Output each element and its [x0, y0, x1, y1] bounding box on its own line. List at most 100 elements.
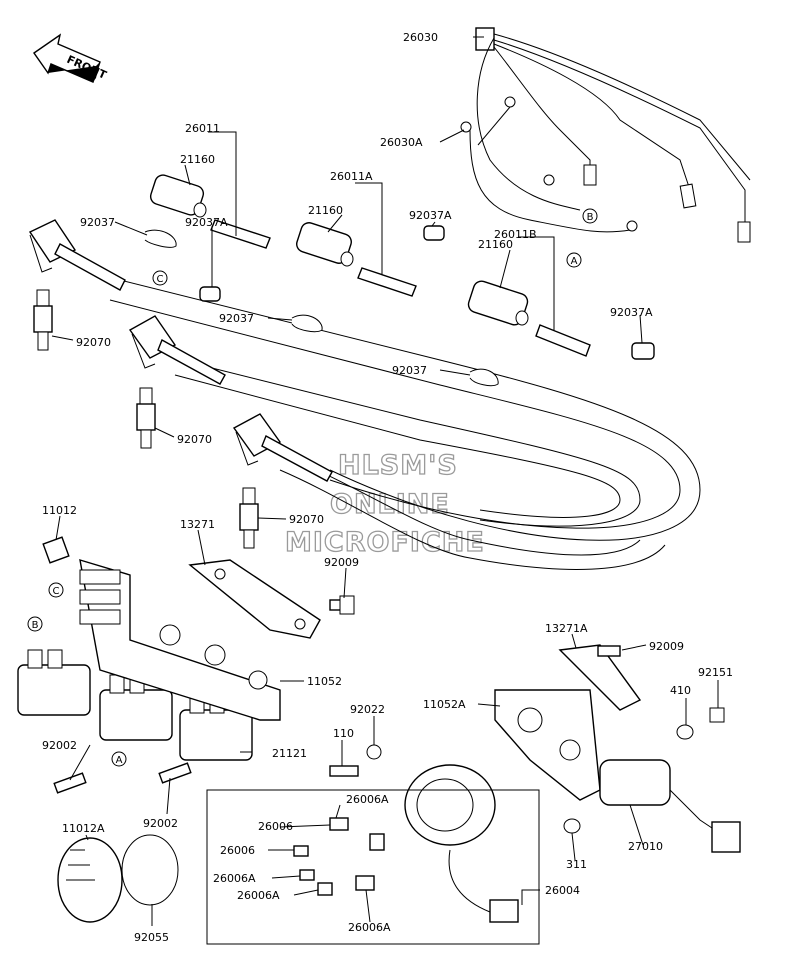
bolt-110 — [329, 765, 359, 777]
plug-boot-3 — [232, 413, 333, 482]
part-labels: 26030 26030A 26011 21160 92037 92037A 26… — [42, 31, 733, 944]
washer-92022 — [366, 744, 382, 760]
label-92070-3: 92070 — [289, 513, 324, 526]
label-92037-3: 92037 — [392, 364, 427, 377]
ref-marker-a-1: A — [566, 252, 582, 268]
o-ring-92055 — [121, 834, 179, 906]
label-26011: 26011 — [185, 122, 220, 135]
watermark-line-2: ONLINE — [330, 489, 450, 520]
spark-plug-1 — [33, 289, 53, 351]
plug-cap-21160-1 — [149, 174, 271, 249]
spark-plug-3 — [239, 487, 259, 549]
label-27010: 27010 — [628, 840, 663, 853]
clip-92037a-2 — [423, 225, 445, 241]
label-11052a: 11052A — [423, 698, 466, 711]
fuse-26006a-2 — [369, 833, 385, 851]
ref-marker-c-1: C — [152, 270, 168, 286]
label-26006a-1: 26006A — [346, 793, 389, 806]
label-21121: 21121 — [272, 747, 307, 760]
label-92070-1: 92070 — [76, 336, 111, 349]
leader-lines — [51, 36, 719, 926]
clip-92037-1 — [144, 229, 177, 248]
label-92037-2: 92037 — [219, 312, 254, 325]
label-92037a-2: 92037A — [409, 209, 452, 222]
label-26006-1: 26006 — [258, 820, 293, 833]
label-92037-1: 92037 — [80, 216, 115, 229]
label-92002-1: 92002 — [42, 739, 77, 752]
clip-92037-3 — [469, 368, 499, 387]
label-21160-3: 21160 — [478, 238, 513, 251]
label-13271a: 13271A — [545, 622, 588, 635]
svg-text:B: B — [587, 212, 594, 223]
svg-text:A: A — [116, 755, 123, 766]
svg-text:A: A — [571, 256, 578, 267]
plug-cap-21160-3 — [467, 280, 591, 357]
label-92009-2: 92009 — [649, 640, 684, 653]
label-26006a-3: 26006A — [237, 889, 280, 902]
pickup-26004 — [404, 764, 519, 923]
bolt-92009-1 — [329, 595, 355, 615]
ref-marker-c-2: C — [48, 582, 64, 598]
nut-311 — [563, 818, 581, 834]
front-arrow-icon: FRONT — [33, 33, 109, 83]
label-11012: 11012 — [42, 504, 77, 517]
label-92151: 92151 — [698, 666, 733, 679]
high-tension-lead-loop — [109, 279, 701, 570]
fuse-26006a-3 — [317, 882, 333, 896]
bolt-92151 — [709, 707, 725, 723]
label-92055: 92055 — [134, 931, 169, 944]
plate-13271a — [558, 644, 642, 711]
label-26006a-2: 26006A — [213, 872, 256, 885]
label-92037a-3: 92037A — [610, 306, 653, 319]
plug-boot-1 — [28, 219, 126, 291]
label-26011a: 26011A — [330, 170, 373, 183]
clip-92037a-1 — [199, 286, 221, 302]
label-92022: 92022 — [350, 703, 385, 716]
label-26030a: 26030A — [380, 136, 423, 149]
svg-text:C: C — [157, 274, 164, 285]
coil-bracket-11052 — [79, 559, 281, 721]
label-13271: 13271 — [180, 518, 215, 531]
label-92070-2: 92070 — [177, 433, 212, 446]
ref-marker-a-2: A — [111, 751, 127, 767]
ref-marker-b-2: B — [27, 616, 43, 632]
label-26006-2: 26006 — [220, 844, 255, 857]
label-26011b: 26011B — [494, 228, 537, 241]
cover-11012a — [57, 837, 123, 923]
washer-410 — [676, 724, 694, 740]
relay-27010 — [599, 759, 741, 853]
ref-marker-b-1: B — [582, 208, 598, 224]
plug-boot-2 — [128, 315, 226, 385]
svg-text:B: B — [32, 620, 39, 631]
label-21160-2: 21160 — [308, 204, 343, 217]
fuse-26006a-4 — [355, 875, 375, 891]
clip-92037a-3 — [631, 342, 655, 360]
label-26004: 26004 — [545, 884, 580, 897]
plate-13271 — [188, 559, 321, 639]
label-92037a-1: 92037A — [185, 216, 228, 229]
watermark-line-3: MICROFICHE — [285, 527, 485, 558]
label-311: 311 — [566, 858, 587, 871]
label-92002-2: 92002 — [143, 817, 178, 830]
bolt-92002-2 — [158, 762, 192, 784]
label-410: 410 — [670, 684, 691, 697]
ignition-coil-2 — [99, 674, 173, 741]
bracket-11052a — [494, 689, 601, 801]
fuse-26006a-1 — [329, 817, 349, 831]
clip-92037-2 — [291, 314, 323, 333]
label-11012a: 11012A — [62, 822, 105, 835]
fuse-detail-box — [206, 789, 540, 945]
fuse-26006-2 — [299, 869, 315, 881]
label-26030: 26030 — [403, 31, 438, 44]
label-92009-1: 92009 — [324, 556, 359, 569]
bolt-92002-1 — [53, 772, 87, 794]
label-11052: 11052 — [307, 675, 342, 688]
harness-26030 — [460, 27, 751, 243]
label-21160-1: 21160 — [180, 153, 215, 166]
svg-text:C: C — [53, 586, 60, 597]
fuse-26006-1 — [293, 845, 309, 857]
plug-cap-21160-2 — [296, 222, 417, 297]
watermark-line-1: HLSM'S — [338, 450, 458, 481]
